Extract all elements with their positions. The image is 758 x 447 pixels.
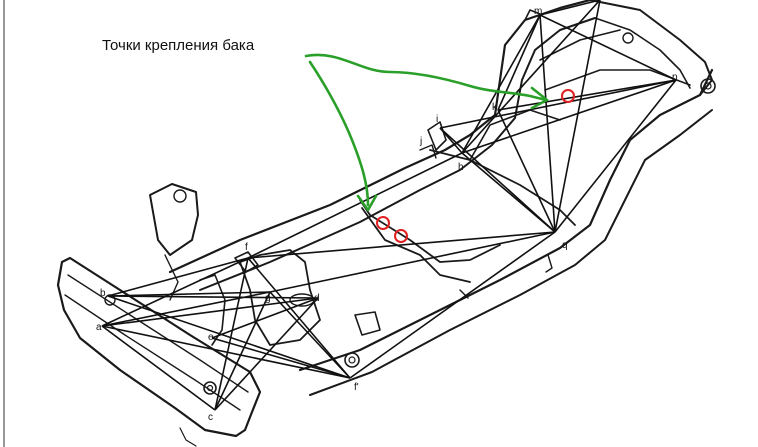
tank-mount-marker-rear [561,89,575,103]
point-label-d: d [314,293,320,304]
point-label-p: p [672,72,678,83]
tank-mount-marker-front-2 [394,229,408,243]
point-label-i: i [436,114,438,125]
callout-label: Точки крепления бака [102,37,255,54]
tank-mount-marker-front-1 [376,216,390,230]
frame-outline [56,0,716,447]
point-label-a: a [96,322,102,333]
front-left-post [149,183,199,256]
point-label-f-prime: f' [354,382,359,393]
point-label-k: k [492,102,498,113]
point-label-m: m [534,6,542,17]
arrow-to-front-mount [308,60,370,207]
front-bumper [56,256,262,438]
point-label-h: h [458,162,464,173]
point-label-c: c [208,412,213,423]
point-label-b: b [100,288,106,299]
green-arrow-icon [304,53,549,212]
crossmember-mid [359,199,501,263]
point-label-e: e [208,332,214,343]
point-label-q: q [562,240,568,251]
measurement-lines [101,0,677,411]
point-labels: b a c e f g d f' i j h k m p q [96,6,678,423]
arrow-to-rear-mount [304,53,548,102]
point-label-f: f [245,242,248,253]
right-main-rail [298,68,714,372]
engine-mount-area [239,249,321,346]
left-main-rail [168,0,592,274]
point-label-g: g [265,293,271,304]
point-label-j: j [419,136,422,147]
rear-frame [589,0,713,96]
red-circle-marker-icon [376,89,575,243]
